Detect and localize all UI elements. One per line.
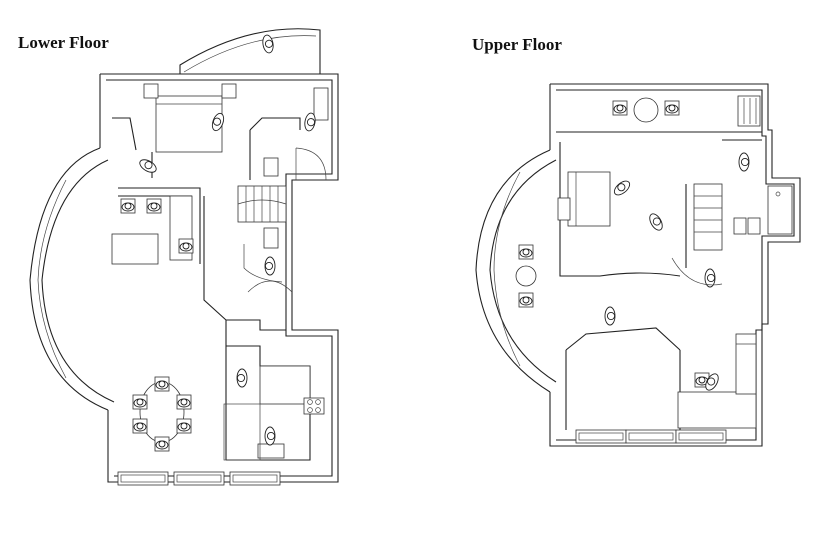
radiator <box>737 95 761 127</box>
upper-bed <box>567 171 611 227</box>
double-bed <box>155 95 223 153</box>
hob <box>303 397 325 415</box>
dining-table <box>132 376 192 452</box>
table <box>111 233 159 265</box>
upper-staircase <box>693 183 723 251</box>
sink <box>257 443 285 459</box>
upper-floor-plan <box>475 83 801 447</box>
bathtub <box>767 185 793 235</box>
upper-desk <box>677 391 757 429</box>
lower-floor-title: Lower Floor <box>18 33 109 52</box>
upper-floor-title: Upper Floor <box>472 35 562 54</box>
toilet <box>263 157 279 177</box>
round-table <box>633 97 659 123</box>
lower-floor-plan <box>29 28 339 486</box>
